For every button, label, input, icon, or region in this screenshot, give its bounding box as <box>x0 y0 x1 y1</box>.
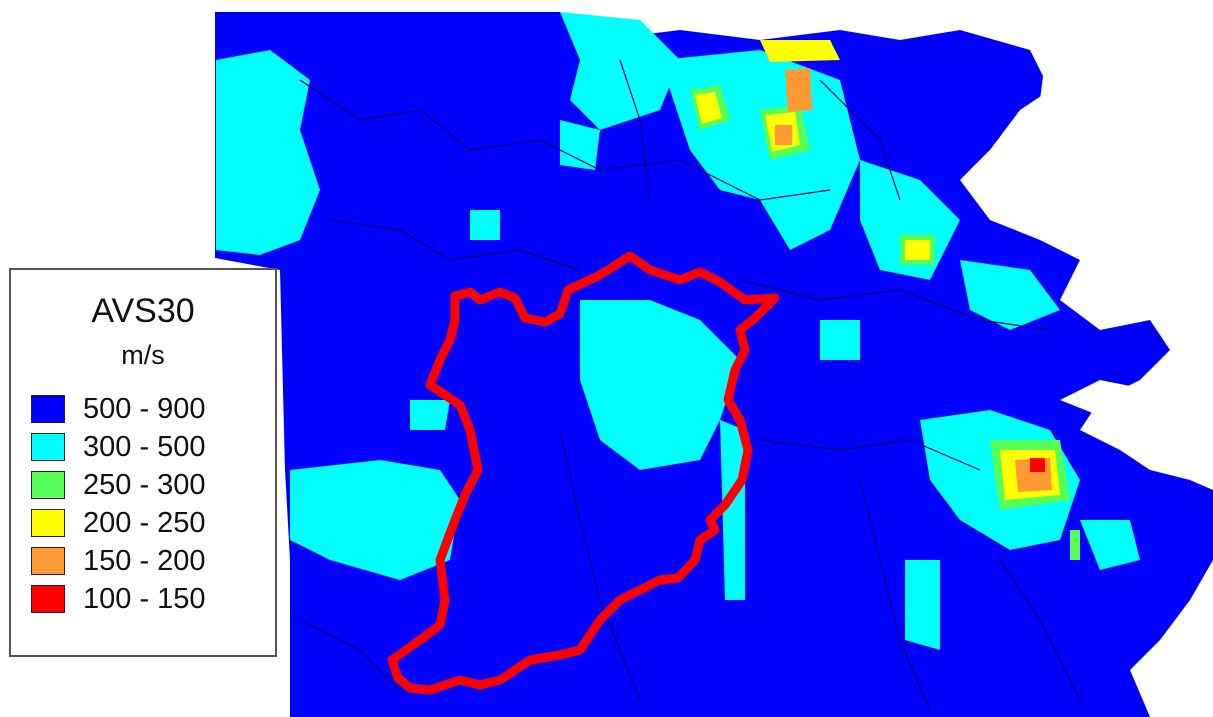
velocity-zone-100-150 <box>1030 458 1045 472</box>
legend-item: 500 - 900 <box>31 392 206 426</box>
legend-title: AVS30 <box>91 292 195 330</box>
legend-label: 500 - 900 <box>83 392 206 425</box>
legend: AVS30 m/s 500 - 900 300 - 500 250 - 300 … <box>9 268 277 657</box>
legend-item: 250 - 300 <box>31 468 206 502</box>
boundary-lines <box>299 59 1081 711</box>
legend-label: 100 - 150 <box>83 582 206 615</box>
legend-item: 150 - 200 <box>31 544 206 578</box>
legend-label: 200 - 250 <box>83 506 206 539</box>
legend-item: 100 - 150 <box>31 582 206 616</box>
legend-swatch <box>31 509 65 537</box>
legend-unit: m/s <box>121 340 165 370</box>
legend-swatch <box>31 585 65 613</box>
sea-area <box>1060 380 1213 470</box>
legend-swatch <box>31 395 65 423</box>
legend-label: 300 - 500 <box>83 430 206 463</box>
sea-area <box>970 20 1213 380</box>
legend-swatch <box>31 547 65 575</box>
legend-item: 200 - 250 <box>31 506 206 540</box>
study-area-outline <box>387 251 780 695</box>
legend-swatch <box>31 471 65 499</box>
sea-area <box>1130 560 1213 717</box>
legend-label: 150 - 200 <box>83 544 206 577</box>
legend-item: 300 - 500 <box>31 430 206 464</box>
legend-label: 250 - 300 <box>83 468 206 501</box>
legend-swatch <box>31 433 65 461</box>
